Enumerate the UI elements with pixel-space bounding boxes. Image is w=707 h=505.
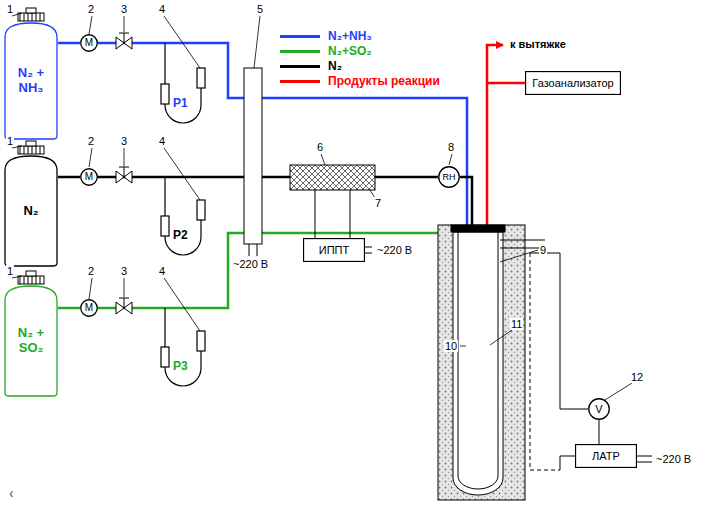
mixer-column [244,68,262,256]
callout-number: 8 [447,141,455,153]
node-text: M [85,302,93,314]
cylinder-outline [5,23,57,139]
gas-cylinder: N₂ + NH₃ [4,22,58,140]
pipe-connector [58,42,80,45]
gas-cylinder: N₂ [4,155,58,267]
circle-outline [81,35,98,52]
legend-swatch [280,50,320,53]
callout-number: 4 [158,3,166,15]
node-text-group: ИППТ [319,244,349,257]
voltmeter: V [588,398,610,420]
box-outline [576,445,637,468]
node-text: V [595,403,602,416]
pipe-connector [58,176,80,179]
callout-number: 11 [510,318,523,330]
circle-outline [439,167,460,188]
u-tube-flowmeters [161,43,205,386]
circle-outline [81,300,98,317]
manometer: M [80,168,98,186]
pipe-connector [58,307,80,310]
callout-number: 4 [158,135,166,147]
node-text-group: RH [443,172,456,182]
legend-text: N₂+SO₂ [328,44,372,58]
manometer: M [80,34,98,52]
gas-cylinder: N₂ + SO₂ [4,285,58,397]
callout-number: 1 [6,265,14,277]
cylinder-outline [5,156,57,266]
circle-outline [81,169,98,186]
node-text-group: ЛАТР [592,450,620,463]
node-text: N₂ + NH₃ [8,66,54,96]
cylinder-outline [5,286,57,396]
label: к вытяжке [509,38,567,50]
node-text-group: N₂ + SO₂ [8,326,54,356]
legend-swatch [280,35,320,38]
box-outline [304,239,365,262]
label: P3 [172,360,189,373]
callout-number: 2 [87,265,95,277]
callout-number: 4 [158,265,166,277]
node-text: N₂ + SO₂ [8,326,54,356]
callout-number: 9 [539,244,547,256]
callout-number: 1 [6,135,14,147]
manometer: M [80,299,98,317]
legend-row: N₂ [280,59,342,73]
node-text-group: N₂ [23,204,38,219]
node-text: RH [443,172,456,182]
callout-number: 5 [256,3,264,15]
label: ~220 В [376,244,413,256]
callout-number: 6 [316,141,324,153]
label: ‹ [8,486,15,501]
label: P1 [172,97,189,110]
node-text: Газоанализатор [532,77,613,90]
needle-valves [116,33,132,314]
node-text-group: M [85,171,93,183]
legend-row: N₂+SO₂ [280,44,372,58]
callout-number: 1 [6,3,14,15]
node-text: N₂ [23,204,38,219]
box-outline [526,72,621,95]
heater [290,165,375,238]
circle-outline [589,399,610,420]
node-text-group: V [595,403,602,416]
label: P2 [172,229,189,242]
callout-number: 3 [120,3,128,15]
legend-text: Продукты реакции [328,74,440,88]
legend-text: N₂ [328,59,342,73]
pipe-connector [599,420,600,444]
node-text-group: M [85,302,93,314]
power-supply-box: ИППТ [303,238,365,262]
callout-number: 3 [120,135,128,147]
node-text-group: M [85,37,93,49]
legend-swatch [280,80,320,83]
callout-number: 3 [120,265,128,277]
label: ~220 В [655,453,692,465]
node-text-group: N₂ + NH₃ [8,66,54,96]
node-text: ЛАТР [592,450,620,463]
callout-number: 2 [87,3,95,15]
leader-lines [12,13,632,400]
humidity-sensor: RH [438,166,460,188]
reactor [365,225,652,500]
callout-number: 12 [630,371,644,383]
node-text: M [85,171,93,183]
legend-text: N₂+NH₃ [328,29,372,43]
label: ~220 В [232,258,269,270]
node-text: ИППТ [319,244,349,257]
node-text-group: Газоанализатор [532,77,613,90]
callout-number: 7 [374,197,382,209]
legend-row: Продукты реакции [280,74,440,88]
callout-number: 10 [444,340,458,352]
node-text: M [85,37,93,49]
legend-row: N₂+NH₃ [280,29,372,43]
gas-analyzer-box: Газоанализатор [525,71,621,95]
autotransformer-box: ЛАТР [575,444,637,468]
callout-number: 2 [87,135,95,147]
legend-swatch [280,65,320,68]
